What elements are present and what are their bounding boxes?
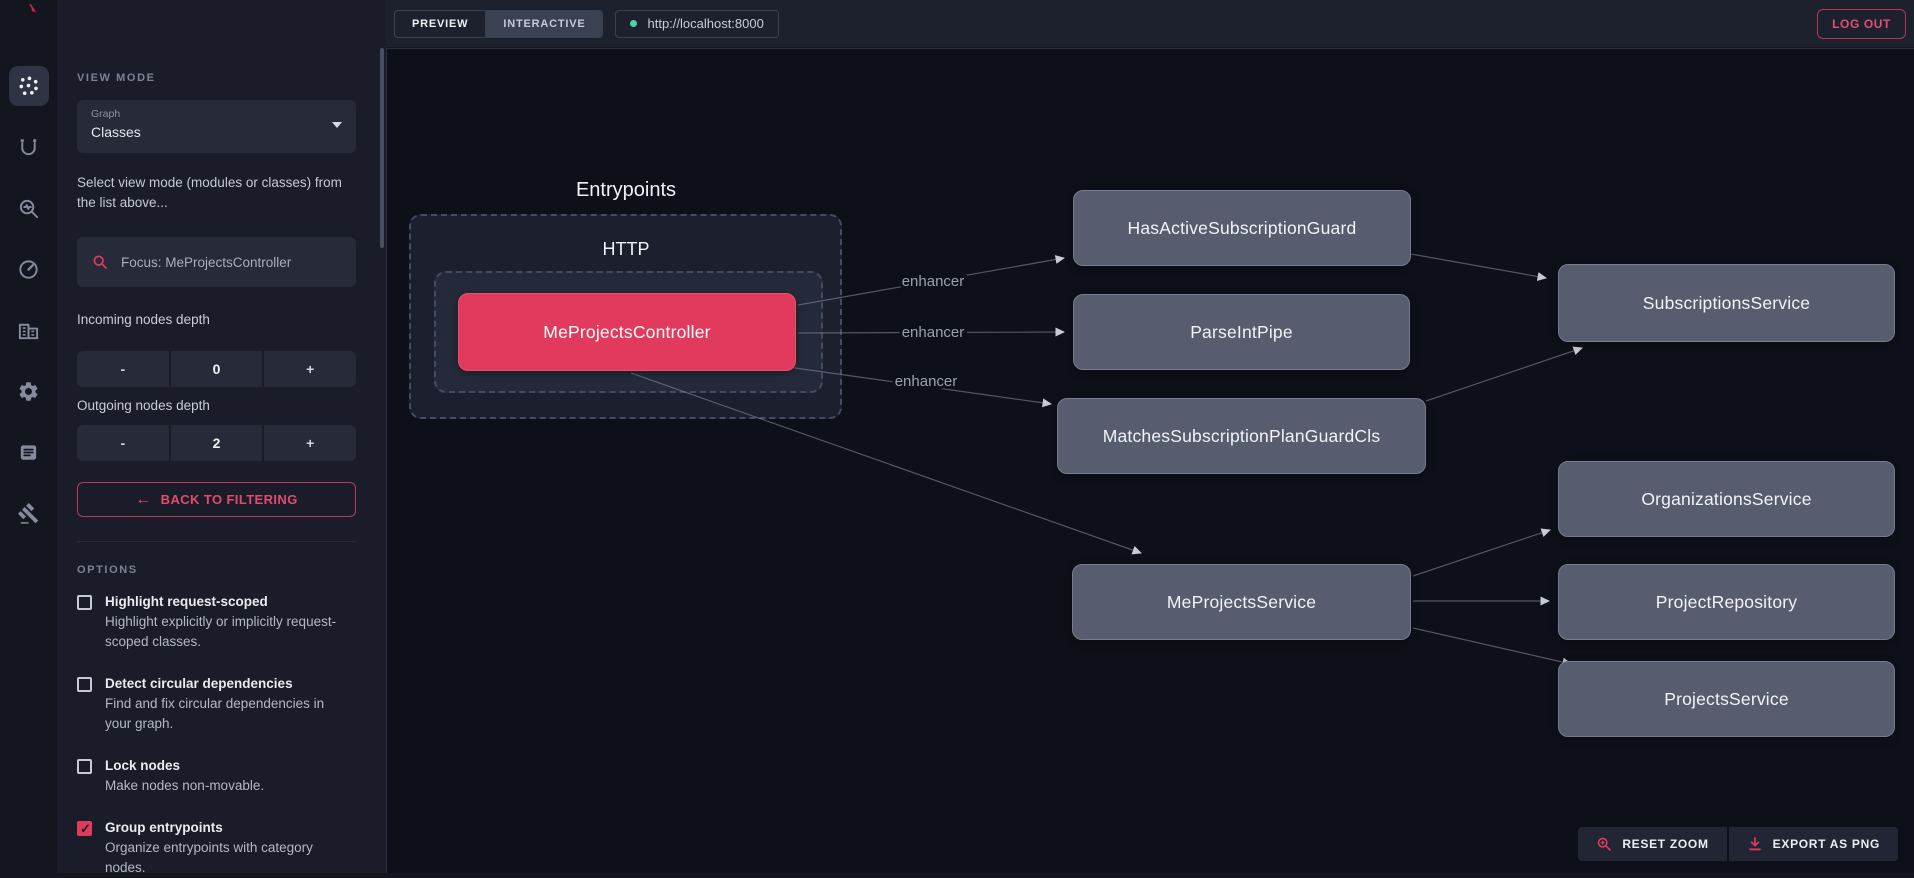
incoming-depth-decrement-button[interactable]: -	[77, 351, 169, 387]
target-url-value: http://localhost:8000	[647, 16, 764, 31]
edge-label-enhancer: enhancer	[902, 273, 965, 290]
edge-label-enhancer: enhancer	[895, 373, 958, 390]
node-organizations-service[interactable]: OrganizationsService	[1558, 461, 1895, 537]
canvas-actions: RESET ZOOM EXPORT AS PNG	[1578, 827, 1898, 861]
node-projects-service[interactable]: ProjectsService	[1558, 661, 1895, 737]
routes-icon	[20, 138, 37, 155]
performance-icon	[19, 259, 38, 279]
reset-zoom-button[interactable]: RESET ZOOM	[1578, 827, 1727, 861]
chevron-down-icon	[332, 122, 342, 128]
graph-mode-select-label: Graph	[91, 108, 121, 120]
organization-icon	[18, 323, 39, 339]
tab-interactive[interactable]: INTERACTIVE	[485, 10, 603, 37]
left-arrow-icon: ←	[135, 490, 152, 508]
tab-preview[interactable]: PREVIEW	[412, 17, 469, 30]
graph-edges: enhancer enhancer enhancer	[630, 253, 1583, 667]
checkbox-unchecked[interactable]	[77, 595, 92, 610]
option-title: Highlight request-scoped	[105, 594, 268, 609]
incoming-depth-stepper: - 0 +	[77, 351, 357, 387]
node-parse-int-pipe[interactable]: ParseIntPipe	[1073, 294, 1410, 370]
option-group-entrypoints[interactable]: Group entrypoints Organize entrypoints w…	[77, 818, 356, 878]
node-matches-subscription-plan-guard-cls[interactable]: MatchesSubscriptionPlanGuardCls	[1057, 398, 1426, 474]
sidebar-item-graph[interactable]	[8, 66, 49, 106]
back-to-filtering-button[interactable]: ← BACK TO FILTERING	[77, 482, 356, 517]
node-has-active-subscription-guard[interactable]: HasActiveSubscriptionGuard	[1073, 190, 1411, 266]
sidebar-panel: VIEW MODE Graph Classes Select view mode…	[57, 0, 386, 875]
sidebar-item-performance[interactable]	[9, 249, 49, 289]
outgoing-depth-value: 2	[170, 425, 263, 461]
search-icon	[93, 255, 107, 269]
settings-icon	[19, 381, 38, 401]
node-project-repository[interactable]: ProjectRepository	[1558, 564, 1895, 640]
sidebar-divider	[77, 541, 356, 542]
status-dot-icon	[630, 20, 638, 27]
option-detect-circular-dependencies[interactable]: Detect circular dependencies Find and fi…	[77, 674, 356, 734]
graph-mode-select[interactable]: Graph Classes	[77, 100, 356, 153]
icon-rail	[0, 0, 57, 873]
checkbox-unchecked[interactable]	[77, 759, 92, 774]
zoom-icon	[1597, 837, 1612, 851]
view-mode-heading: VIEW MODE	[77, 72, 156, 84]
graph-icon	[19, 76, 38, 95]
option-title: Lock nodes	[105, 758, 181, 773]
node-me-projects-controller[interactable]: MeProjectsController	[458, 293, 796, 371]
option-description: Make nodes non-movable.	[105, 778, 265, 793]
options-heading: OPTIONS	[77, 564, 138, 576]
back-to-filtering-label: BACK TO FILTERING	[160, 492, 298, 507]
graph-canvas[interactable]: Entrypoints HTTP enhancer enhancer enhan…	[386, 48, 1914, 873]
sidebar-item-routes[interactable]	[9, 127, 49, 167]
sidebar-item-settings[interactable]	[9, 371, 49, 411]
sidebar-item-sandbox[interactable]	[9, 493, 49, 533]
checkbox-unchecked[interactable]	[77, 677, 92, 692]
edge-label-enhancer: enhancer	[902, 324, 965, 341]
outgoing-depth-increment-button[interactable]: +	[264, 425, 357, 461]
graph-mode-select-value: Classes	[91, 124, 141, 140]
topbar: PREVIEW INTERACTIVE http://localhost:800…	[386, 0, 1914, 47]
sidebar-item-inspect[interactable]	[9, 188, 49, 228]
export-as-png-button[interactable]: EXPORT AS PNG	[1728, 827, 1898, 861]
target-url-field[interactable]: http://localhost:8000	[615, 9, 779, 38]
sidebar-scrollbar[interactable]	[380, 48, 384, 248]
option-description: Highlight explicitly or implicitly reque…	[105, 614, 337, 649]
incoming-depth-value: 0	[170, 351, 263, 387]
outgoing-depth-decrement-button[interactable]: -	[77, 425, 169, 461]
incoming-depth-label: Incoming nodes depth	[77, 312, 210, 327]
mode-tabs: PREVIEW INTERACTIVE	[394, 9, 604, 38]
focus-input[interactable]: Focus: MeProjectsController	[77, 237, 356, 287]
log-out-button[interactable]: LOG OUT	[1817, 8, 1906, 39]
option-lock-nodes[interactable]: Lock nodes Make nodes non-movable.	[77, 756, 356, 796]
incoming-depth-increment-button[interactable]: +	[264, 351, 357, 387]
option-description: Find and fix circular dependencies in yo…	[105, 696, 325, 731]
reset-zoom-label: RESET ZOOM	[1622, 837, 1709, 851]
focus-input-value: Focus: MeProjectsController	[121, 254, 292, 270]
option-title: Group entrypoints	[105, 820, 223, 835]
checkbox-checked[interactable]	[77, 821, 92, 837]
download-icon	[1748, 837, 1761, 851]
outgoing-depth-stepper: - 2 +	[77, 425, 357, 461]
outgoing-depth-label: Outgoing nodes depth	[77, 398, 210, 413]
http-group-label: HTTP	[602, 239, 650, 259]
view-mode-helper-text: Select view mode (modules or classes) fr…	[77, 175, 342, 210]
node-subscriptions-service[interactable]: SubscriptionsService	[1558, 264, 1895, 342]
sidebar-item-logs[interactable]	[9, 432, 49, 472]
entrypoints-group-label: Entrypoints	[575, 179, 677, 201]
option-highlight-request-scoped[interactable]: Highlight request-scoped Highlight expli…	[77, 592, 356, 652]
gavel-icon	[17, 502, 39, 524]
inspect-icon	[19, 199, 39, 218]
logs-icon	[20, 444, 37, 460]
export-as-png-label: EXPORT AS PNG	[1772, 837, 1880, 851]
nestjs-logo-icon	[28, 4, 38, 15]
node-me-projects-service[interactable]: MeProjectsService	[1072, 564, 1411, 640]
option-title: Detect circular dependencies	[105, 676, 293, 691]
option-description: Organize entrypoints with category nodes…	[105, 840, 313, 875]
sidebar-item-organization[interactable]	[9, 310, 49, 350]
